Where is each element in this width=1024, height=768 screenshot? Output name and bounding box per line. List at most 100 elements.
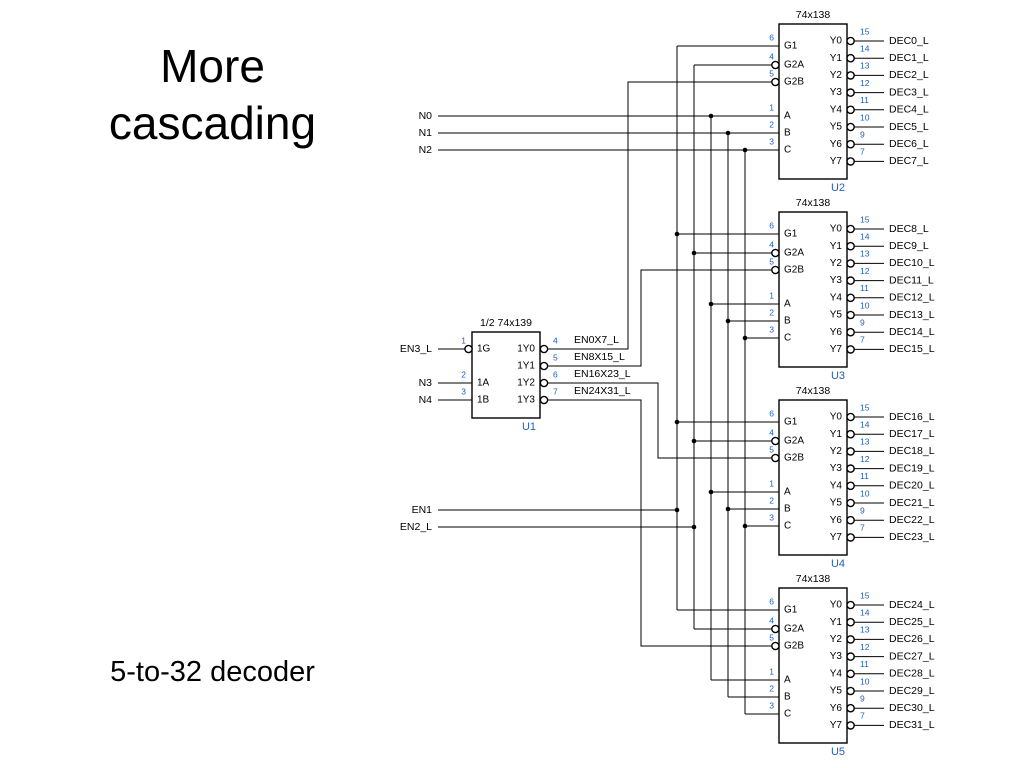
decoder-output-pin: 9: [860, 505, 865, 515]
junction-dot: [691, 438, 697, 444]
decoder-output-name: Y4: [830, 480, 843, 491]
decoder-output-net: DEC3_L: [889, 86, 929, 98]
decoder-part-label: 74x138: [796, 573, 831, 585]
net-en1: EN1: [412, 504, 433, 516]
inversion-bubble: [846, 481, 855, 491]
decoder-input-name: C: [784, 709, 791, 720]
inversion-bubble: [846, 617, 855, 627]
inversion-bubble: [846, 157, 855, 166]
decoder-input-name: A: [784, 299, 791, 310]
inversion-bubble: [846, 600, 855, 610]
decoder-output-net: DEC25_L: [889, 616, 935, 628]
decoder-output-net: DEC13_L: [889, 309, 935, 321]
u1-input-name: 1A: [477, 378, 490, 389]
decoder-input-pin: 3: [769, 512, 774, 522]
decoder-output-net: DEC18_L: [889, 445, 935, 457]
inversion-bubble: [846, 105, 855, 115]
decoder-input-name: G1: [784, 41, 798, 52]
decoder-output-name: Y0: [830, 224, 843, 235]
decoder-output-name: Y7: [830, 344, 843, 355]
decoder-input-name: A: [784, 111, 791, 122]
decoder-input-name: C: [784, 145, 791, 156]
u1-output-net: EN8X15_L: [574, 351, 625, 363]
decoder-ref-label: U4: [831, 558, 845, 570]
inversion-bubble: [846, 71, 855, 80]
inversion-bubble: [846, 533, 855, 542]
decoder-input-pin: 6: [769, 596, 774, 606]
decoder-input-pin: 1: [769, 478, 774, 488]
decoder-output-net: DEC11_L: [889, 274, 934, 286]
junction-dot: [674, 231, 680, 237]
inversion-bubble: [846, 53, 855, 63]
decoder-input-name: G1: [784, 417, 798, 428]
decoder-output-pin: 12: [860, 266, 870, 276]
junction-dot: [742, 523, 748, 529]
decoder-input-pin: 3: [769, 324, 774, 334]
decoder-input-name: B: [784, 316, 791, 327]
decoder-body: [778, 587, 848, 744]
decoder-output-net: DEC27_L: [889, 650, 935, 662]
u1-input-pin: 2: [461, 369, 466, 379]
u1-input-net: EN3_L: [400, 343, 432, 355]
decoder-output-pin: 7: [860, 335, 865, 345]
u1-body: [471, 331, 541, 419]
decoder-part-label: 74x138: [796, 385, 831, 397]
inversion-bubble: [771, 436, 780, 446]
decoder-output-name: Y1: [830, 53, 843, 64]
inversion-bubble: [846, 259, 855, 268]
decoder-input-pin: 1: [769, 666, 774, 676]
inversion-bubble: [771, 77, 780, 87]
u1-output-pin: 4: [553, 335, 558, 345]
decoder-output-name: Y6: [830, 515, 843, 526]
decoder-input-name: A: [784, 487, 791, 498]
decoder-input-pin: 6: [769, 32, 774, 42]
decoder-body: [778, 211, 848, 368]
decoder-output-pin: 10: [860, 488, 870, 498]
decoder-input-pin: 3: [769, 136, 774, 146]
inversion-bubble: [846, 293, 855, 303]
net-n1: N1: [419, 127, 433, 139]
decoder-output-name: Y3: [830, 275, 843, 286]
decoder-output-pin: 14: [860, 43, 870, 53]
inversion-bubble: [846, 224, 855, 234]
decoder-body: [778, 399, 848, 556]
en24x31-wire: [548, 399, 755, 647]
inversion-bubble: [846, 241, 855, 251]
decoder-body: [778, 23, 848, 180]
inversion-bubble: [846, 721, 855, 730]
decoder-output-pin: 12: [860, 642, 870, 652]
decoder-input-pin: 5: [769, 256, 774, 266]
decoder-output-net: DEC16_L: [889, 411, 935, 423]
decoder-output-pin: 11: [860, 659, 869, 669]
u1-input-name: 1G: [477, 344, 491, 355]
decoder-output-pin: 9: [860, 693, 865, 703]
decoder-output-net: DEC24_L: [889, 599, 935, 611]
decoder-output-net: DEC1_L: [889, 52, 929, 64]
decoder-output-pin: 10: [860, 676, 870, 686]
decoder-output-pin: 13: [860, 625, 870, 635]
u1-ref-label: U1: [522, 421, 536, 433]
decoder-output-pin: 14: [860, 607, 870, 617]
decoder-output-net: DEC4_L: [889, 104, 929, 116]
decoder-u3: [778, 211, 848, 368]
u1-output-net: EN24X31_L: [574, 385, 631, 397]
decoder-output-pin: 13: [860, 437, 870, 447]
u1-output-net: EN16X23_L: [574, 368, 631, 380]
inversion-bubble: [846, 686, 855, 696]
inversion-bubble: [846, 464, 855, 473]
decoder-output-pin: 15: [860, 590, 870, 600]
decoder-output-net: DEC21_L: [889, 497, 935, 509]
u1-output-name: 1Y1: [517, 361, 535, 372]
decoder-u2: [778, 23, 848, 180]
decoder-input-name: A: [784, 675, 791, 686]
inversion-bubble: [771, 641, 780, 651]
decoder-output-pin: 15: [860, 214, 870, 224]
junction-dot: [742, 335, 748, 341]
inversion-bubble: [464, 344, 473, 354]
inversion-bubble: [846, 447, 855, 456]
decoder-output-name: Y5: [830, 686, 843, 697]
inversion-bubble: [771, 60, 780, 70]
decoder-ref-label: U2: [831, 182, 845, 194]
decoder-input-name: G2B: [784, 265, 804, 276]
